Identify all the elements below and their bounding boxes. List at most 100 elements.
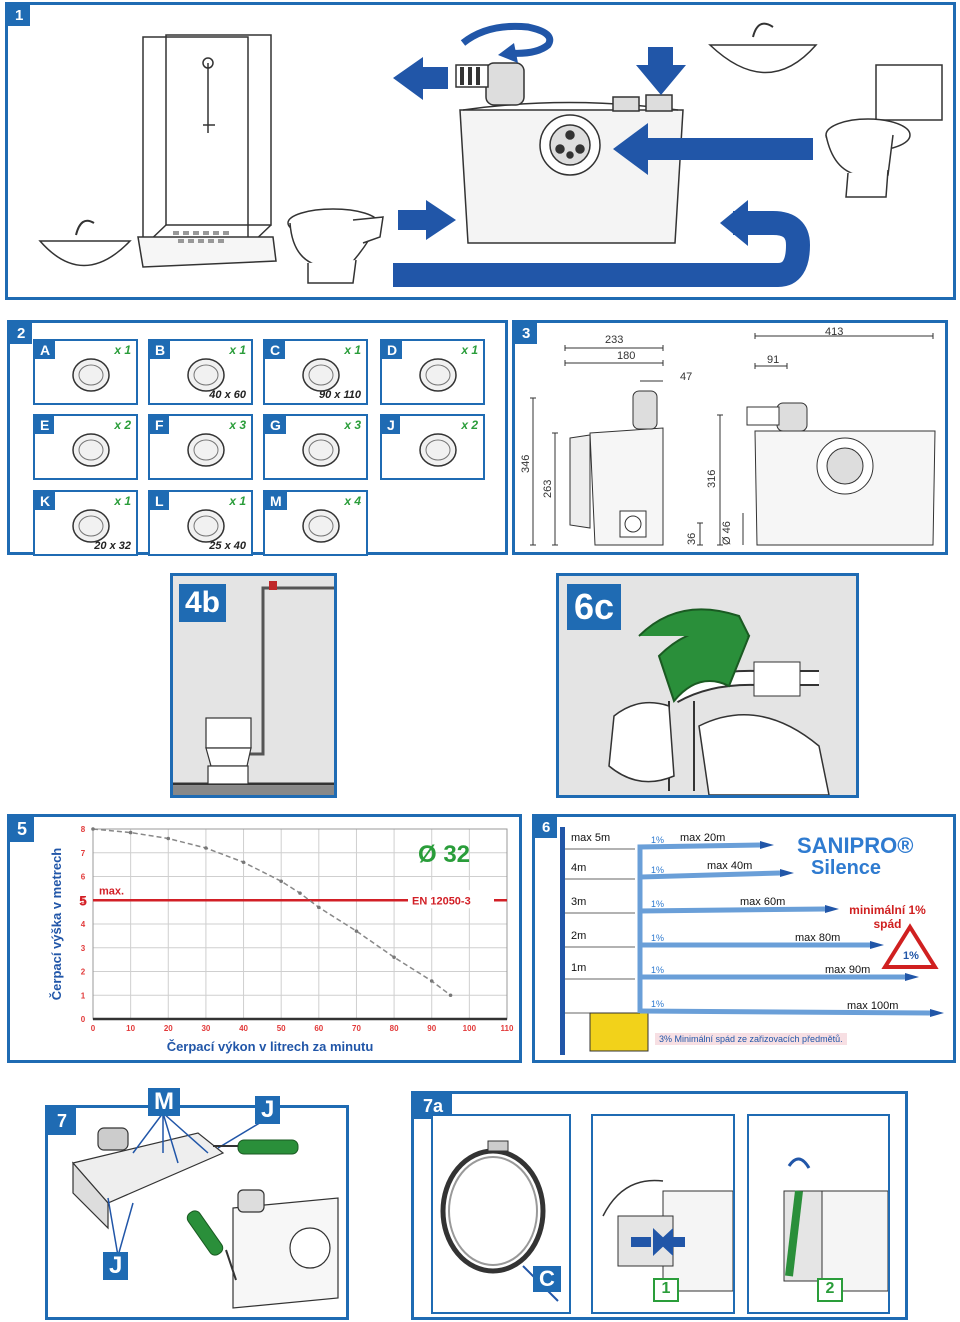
clamp-box: C: [431, 1114, 571, 1314]
slope-pct-label: 1%: [651, 933, 664, 943]
curve-point: [317, 905, 321, 910]
accessory-part-icon: [302, 509, 340, 543]
accessory-letter: L: [150, 492, 169, 510]
y-tick-label: 4: [81, 920, 86, 929]
slope-pct-label: 1%: [651, 835, 664, 845]
accessory-part-icon: [302, 433, 340, 467]
x-axis-title: Čerpací výkon v litrech za minutu: [167, 1039, 374, 1054]
x-tick-label: 0: [91, 1024, 96, 1033]
label-c: C: [533, 1266, 561, 1292]
pipe-arrow: [780, 869, 794, 877]
pipe-length-label: max 80m: [795, 932, 840, 944]
curve-point: [448, 993, 453, 998]
pipe-arrow: [760, 841, 774, 849]
standard-label-bg: [408, 890, 494, 909]
y-tick-label: 5: [81, 896, 86, 905]
panel-tag: 5: [10, 817, 35, 842]
pipe-arrow: [930, 1009, 944, 1017]
accessory-letter: K: [35, 492, 56, 510]
pipe-height-label: 4m: [571, 862, 586, 874]
x-tick-label: 50: [277, 1024, 286, 1033]
accessory-letter: F: [150, 416, 169, 434]
accessory-quantity: x 1: [344, 343, 361, 357]
dim-outlet-height: 316: [706, 470, 718, 488]
y-tick-label: 2: [81, 968, 86, 977]
y-tick-label: 0: [81, 1015, 86, 1024]
panel-tag: 3: [515, 323, 538, 344]
x-tick-label: 90: [427, 1024, 436, 1033]
x-tick-label: 60: [314, 1024, 323, 1033]
accessory-quantity: x 1: [461, 343, 478, 357]
accessory-part-icon: [187, 433, 225, 467]
standard-label: EN 12050-3: [412, 895, 471, 907]
pump-curve-line: [92, 828, 451, 996]
accessory-part-icon: [187, 358, 225, 392]
x-tick-label: 40: [239, 1024, 248, 1033]
pipe-run: [637, 974, 905, 1013]
accessory-letter: M: [265, 492, 287, 510]
panel-tag: 6: [535, 817, 558, 838]
y-tick-label: 3: [81, 944, 86, 953]
accessory-quantity: x 4: [344, 494, 361, 508]
panel-6c: 6c: [556, 573, 859, 798]
accessory-part-icon: [302, 358, 340, 392]
warning-sign-text: 1%: [903, 950, 919, 962]
slope-note: minimální 1% spád: [849, 903, 926, 931]
pipe-height-label: 2m: [571, 930, 586, 942]
panel-tag: 6c: [567, 584, 622, 630]
slope-pct-label: 1%: [651, 965, 664, 975]
pipe-arrow: [870, 941, 884, 949]
y-tick-label: 6: [81, 873, 86, 882]
y-tick-label: 7: [81, 849, 86, 858]
vertical-discharge-illustration: [173, 581, 334, 795]
step-2-label: 2: [817, 1278, 843, 1302]
x-tick-label: 30: [201, 1024, 210, 1033]
mounting-illustration: [71, 1112, 339, 1309]
x-tick-label: 110: [501, 1024, 514, 1033]
accessory-quantity: x 2: [461, 418, 478, 432]
curve-point: [392, 955, 396, 960]
pipe-arrow: [825, 905, 839, 913]
dim-foot-height: 36: [686, 533, 698, 545]
curve-point: [241, 860, 246, 865]
dim-total-height: 346: [520, 455, 532, 473]
accessory-part-icon: [72, 509, 110, 543]
curve-point: [166, 836, 171, 841]
accessory-quantity: x 1: [114, 343, 131, 357]
dim-front-width: 233: [605, 334, 623, 346]
panel-4b: 4b: [170, 573, 337, 798]
installation-illustration: [38, 22, 943, 287]
dim-side-offset: 91: [767, 354, 779, 366]
accessory-letter: G: [265, 416, 286, 434]
panel-tag: 7: [48, 1108, 77, 1135]
accessory-dimension: 20 x 32: [94, 540, 131, 552]
dim-body-height: 263: [542, 480, 554, 498]
pump-unit-icon: [455, 62, 684, 244]
panel-installation-overview: 1: [5, 2, 956, 300]
accessory-part-icon: [72, 358, 110, 392]
accessory-quantity: x 2: [114, 418, 131, 432]
washbasin-left-icon: [38, 219, 132, 267]
curve-point: [298, 891, 302, 895]
pipe-height-label: 3m: [571, 896, 586, 908]
dimension-drawing: 233 180 47 346 263 36 413 91 316 Ø 46: [520, 326, 936, 546]
dim-outlet-offset: 180: [617, 350, 635, 362]
panel-7-mounting: 7 M J J: [45, 1088, 349, 1320]
pipe-length-label: max 20m: [680, 832, 725, 844]
accessory-part-icon: [419, 358, 457, 392]
accessory-quantity: x 1: [229, 343, 246, 357]
accessory-part-icon: [72, 433, 110, 467]
accessory-quantity: x 1: [229, 494, 246, 508]
pipe-length-label: max 90m: [825, 964, 870, 976]
